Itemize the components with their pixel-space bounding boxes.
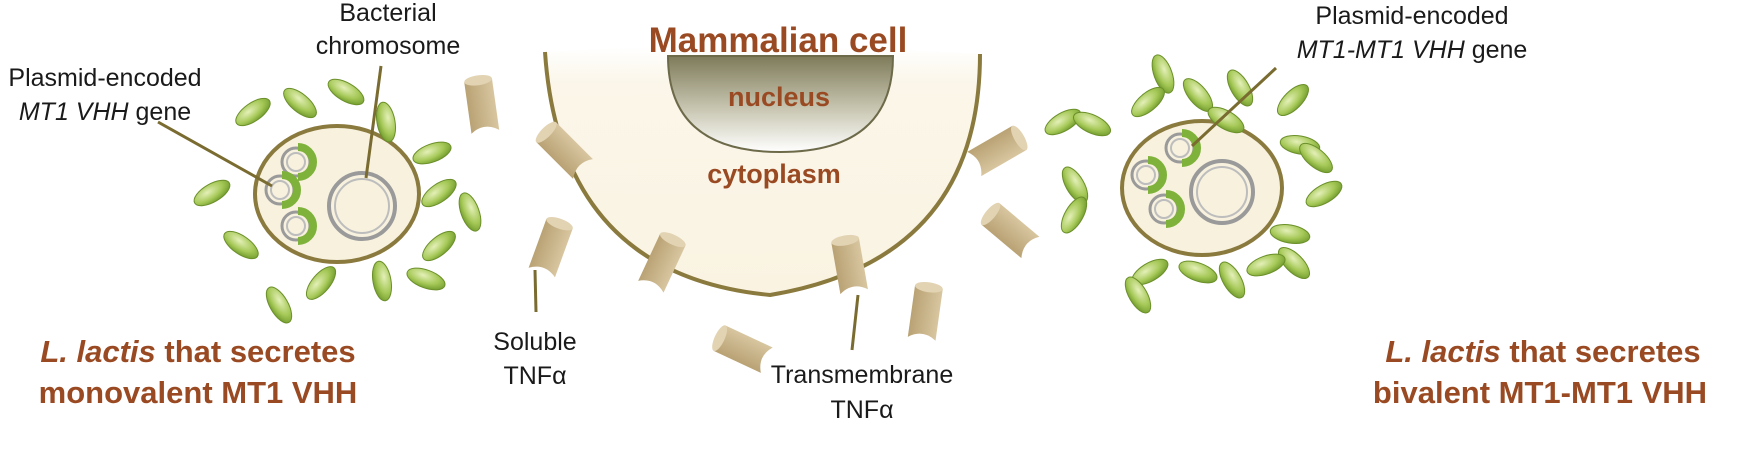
left-bacterium <box>253 124 421 264</box>
vhh-rod-icon <box>416 173 462 213</box>
tnf-receptor-icon <box>463 73 500 134</box>
vhh-rod-icon <box>189 174 235 212</box>
vhh-rod-icon <box>218 225 264 265</box>
chromosome-label-line2: chromosome <box>316 32 461 60</box>
vhh-rod-icon <box>454 189 486 235</box>
soluble-tnf-label-line1: Soluble <box>493 328 576 356</box>
plasmid-left-pointer <box>157 120 273 188</box>
tnf-receptor-icon <box>709 323 773 373</box>
left-title-rest: that secretes <box>156 334 356 369</box>
plasmid-right-pointer <box>1190 66 1278 148</box>
vhh-rod-icon <box>278 82 322 124</box>
plasmid-right-label-line1: Plasmid-encoded <box>1315 2 1508 30</box>
vhh-rod-icon <box>1126 81 1170 123</box>
transmembrane-tnf-label-line1: Transmembrane <box>771 361 953 389</box>
plasmid-right-gene-italic: MT1-MT1 VHH <box>1297 36 1466 64</box>
vhh-rod-icon <box>417 225 461 267</box>
mammalian-cell-label: Mammalian cell <box>649 21 908 60</box>
vhh-rod-icon <box>323 73 369 111</box>
vhh-rod-icon <box>369 259 395 303</box>
plasmid-right-label-line2: MT1-MT1 VHH gene <box>1297 36 1528 64</box>
left-title-line2: monovalent MT1 VHH <box>39 375 358 410</box>
right-bacterium <box>1120 119 1284 257</box>
transmembrane-tnf-label-line2: TNFα <box>830 396 893 424</box>
soluble-tnf-pointer <box>533 269 538 313</box>
left-title-line1: L. lactis that secretes <box>40 334 355 369</box>
vhh-rod-icon <box>260 282 298 328</box>
chromosome-icon <box>1189 159 1255 225</box>
vhh-rod-icon <box>409 137 455 169</box>
right-title-species: L. lactis <box>1385 334 1500 369</box>
chromosome-icon <box>327 171 397 241</box>
tnf-receptor-icon <box>907 280 944 341</box>
vhh-rod-icon <box>1213 257 1251 303</box>
plasmid-left-label-line1: Plasmid-encoded <box>8 64 201 92</box>
vhh-rod-icon <box>300 261 342 305</box>
plasmid-left-label-line2: MT1 VHH gene <box>19 98 191 126</box>
right-title-rest: that secretes <box>1501 334 1701 369</box>
nucleus-label: nucleus <box>728 82 830 112</box>
chromosome-pointer <box>364 65 383 179</box>
transmembrane-tnf-pointer <box>850 294 860 351</box>
tnf-receptor-icon <box>967 123 1031 177</box>
soluble-tnf-label-line2: TNFα <box>503 362 566 390</box>
tnf-receptor-icon <box>977 200 1040 259</box>
plasmid-left-gene-rest: gene <box>129 98 192 126</box>
tnf-receptor-icon <box>528 214 575 278</box>
vhh-rod-icon <box>1271 78 1315 122</box>
plasmid-left-gene-italic: MT1 VHH <box>19 98 130 126</box>
plasmid-right-gene-rest: gene <box>1465 36 1528 64</box>
vhh-rod-icon <box>403 263 449 295</box>
right-title-line2: bivalent MT1-MT1 VHH <box>1373 375 1707 410</box>
vhh-rod-icon <box>1301 175 1347 213</box>
vhh-rod-icon <box>1268 221 1312 247</box>
nucleus-shape <box>666 55 895 154</box>
mammalian-cell: Mammalian cell nucleus cytoplasm <box>543 21 982 298</box>
vhh-rod-icon <box>230 92 276 132</box>
vhh-rod-icon <box>1175 256 1221 288</box>
chromosome-label-line1: Bacterial <box>339 0 436 27</box>
left-title-species: L. lactis <box>40 334 155 369</box>
cytoplasm-label: cytoplasm <box>707 159 841 189</box>
right-title-line1: L. lactis that secretes <box>1385 334 1700 369</box>
